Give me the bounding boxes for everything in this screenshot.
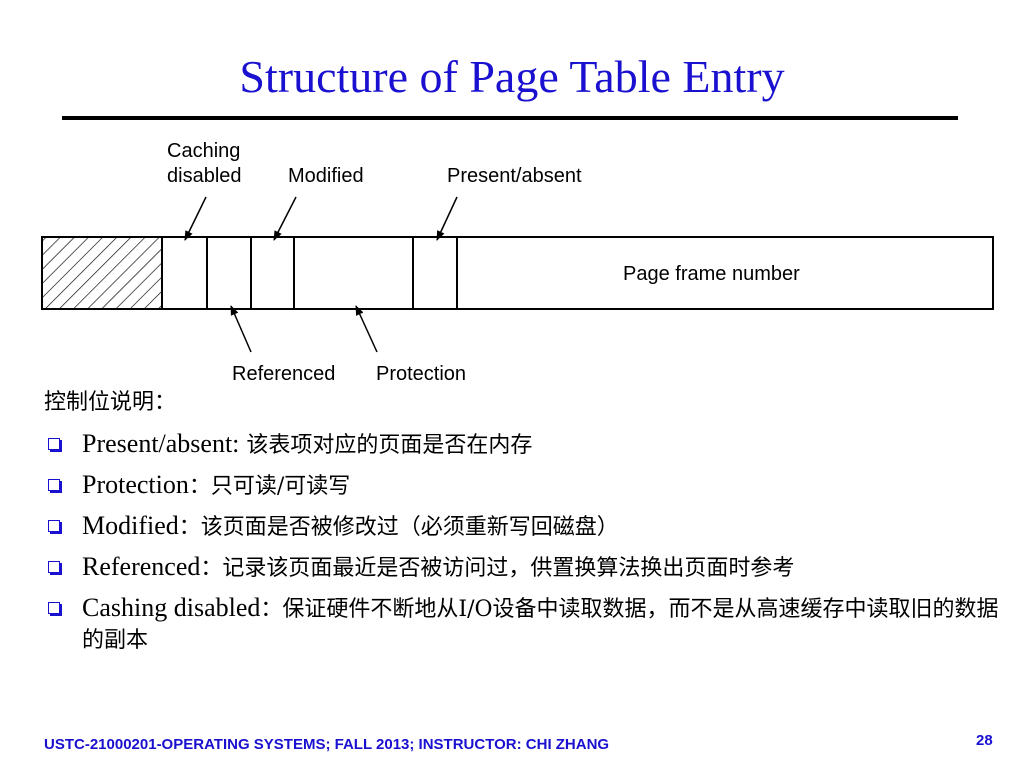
label-caching-line2: disabled [167,165,242,187]
label-page-frame-number: Page frame number [623,263,800,285]
bullet-term: Present/absent: [82,429,240,458]
bullet-description: ：记录该页面最近是否被访问过，供置换算法换出页面时参考 [200,556,795,581]
page-number: 28 [976,732,993,749]
page-frame-number-field [456,236,994,310]
referenced-arrow [230,305,252,353]
reserved-hatched-field [41,236,163,310]
present-absent-field [412,236,458,310]
caching-disabled-arrow [184,196,207,241]
bullet-term: Cashing disabled [82,593,261,622]
list-item: Modified：该页面是否被修改过（必须重新写回磁盘） [44,510,1004,543]
list-item: Cashing disabled：保证硬件不断地从I/O设备中读取数据，而不是从… [44,592,1004,656]
protection-field [293,236,414,310]
protection-arrow [355,305,378,353]
slide-title: Structure of Page Table Entry [239,51,785,102]
title-underline [62,116,958,120]
referenced-field [206,236,252,310]
bullet-description: ：保证硬件不断地从I/O设备中读取数据，而不是从高速缓存中读取旧的数据的副本 [82,597,999,653]
list-item: Referenced：记录该页面最近是否被访问过，供置换算法换出页面时参考 [44,551,1004,584]
checkbox-bullet-icon [48,438,60,450]
bullet-term: Referenced [82,552,201,581]
present-absent-arrow [436,196,458,241]
checkbox-bullet-icon [48,602,60,614]
bullet-description: ：只可读/可读写 [188,474,351,499]
slide-footer: USTC-21000201-OPERATING SYSTEMS; FALL 20… [44,736,610,753]
label-present-absent: Present/absent [447,165,582,187]
modified-arrow [273,196,297,241]
control-bits-intro: 控制位说明： [44,390,177,415]
caching-disabled-field [161,236,208,310]
checkbox-bullet-icon [48,561,60,573]
label-protection: Protection [376,363,466,385]
modified-field [250,236,295,310]
checkbox-bullet-icon [48,520,60,532]
bullet-term: Modified [82,511,179,540]
label-caching-line1: Caching [167,140,240,162]
label-modified: Modified [288,165,364,187]
label-referenced: Referenced [232,363,335,385]
bullet-description: 该表项对应的页面是否在内存 [239,433,533,458]
list-item: Protection：只可读/可读写 [44,469,1004,502]
bullet-description: ：该页面是否被修改过（必须重新写回磁盘） [178,515,619,540]
list-item: Present/absent: 该表项对应的页面是否在内存 [44,428,1004,461]
control-bits-list: Present/absent: 该表项对应的页面是否在内存 Protection… [44,428,1004,664]
bullet-term: Protection [82,470,189,499]
page-table-entry-diagram: Caching disabled Modified Present/absent… [41,140,994,385]
checkbox-bullet-icon [48,479,60,491]
